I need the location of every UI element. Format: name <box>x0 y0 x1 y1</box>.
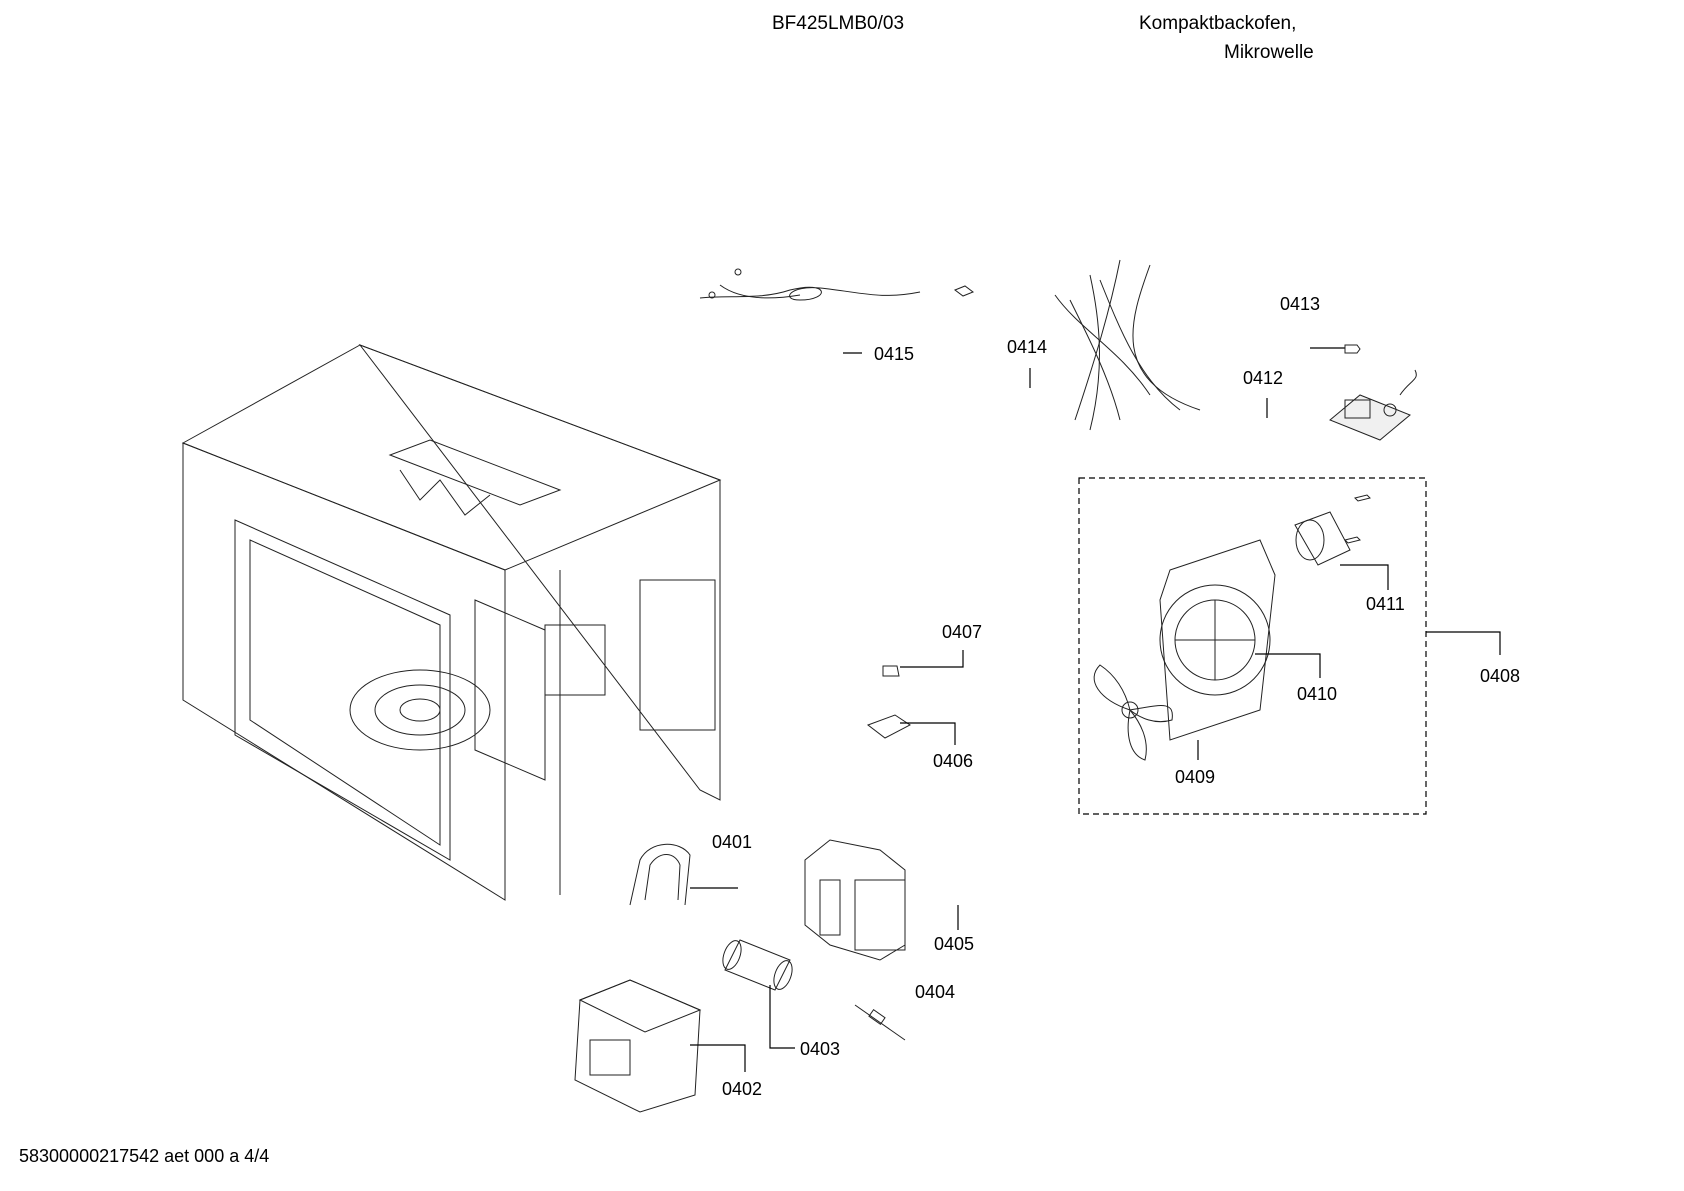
part-0410-fan-housing <box>1159 539 1276 741</box>
label-0412: 0412 <box>1243 368 1283 388</box>
label-0403: 0403 <box>800 1039 840 1059</box>
label-0407: 0407 <box>942 622 982 642</box>
part-0403-capacitor <box>722 939 795 1049</box>
leader-0408 <box>1426 631 1501 655</box>
part-0409-fan-blade <box>1093 664 1199 761</box>
part-0413-screw <box>1310 344 1361 354</box>
part-0406-bracket <box>866 714 956 745</box>
label-0414: 0414 <box>1007 337 1047 357</box>
label-0402: 0402 <box>722 1079 762 1099</box>
category-line-1: Kompaktbackofen, <box>1139 13 1297 34</box>
cavity-housing <box>181 343 722 901</box>
part-0404-diode <box>854 1004 906 1041</box>
label-0413: 0413 <box>1280 294 1320 314</box>
part-0402-transformer <box>574 979 746 1113</box>
document-id: 58300000217542 aet 000 a 4/4 <box>19 1146 270 1166</box>
label-0415: 0415 <box>874 344 914 364</box>
part-0401-holder <box>629 843 738 906</box>
label-0411: 0411 <box>1366 594 1405 614</box>
part-0412-board <box>1266 369 1417 441</box>
part-0414-wire-bundle <box>1029 259 1201 431</box>
part-0415-cable <box>699 268 975 354</box>
part-0405-magnetron <box>804 839 959 961</box>
label-0405: 0405 <box>934 934 974 954</box>
label-0401: 0401 <box>712 832 752 852</box>
label-0404: 0404 <box>915 982 955 1002</box>
label-0406: 0406 <box>933 751 973 771</box>
model-number: BF425LMB0/03 <box>772 13 905 34</box>
leader-0410 <box>1255 653 1321 678</box>
label-0409: 0409 <box>1175 767 1215 787</box>
part-0407-switch <box>882 650 964 677</box>
label-0410: 0410 <box>1297 684 1337 704</box>
part-0408-assembly-box <box>1078 477 1427 815</box>
label-0408: 0408 <box>1480 666 1520 686</box>
part-0411-fan-motor <box>1294 494 1389 590</box>
category-line-2: Mikrowelle <box>1224 42 1314 63</box>
